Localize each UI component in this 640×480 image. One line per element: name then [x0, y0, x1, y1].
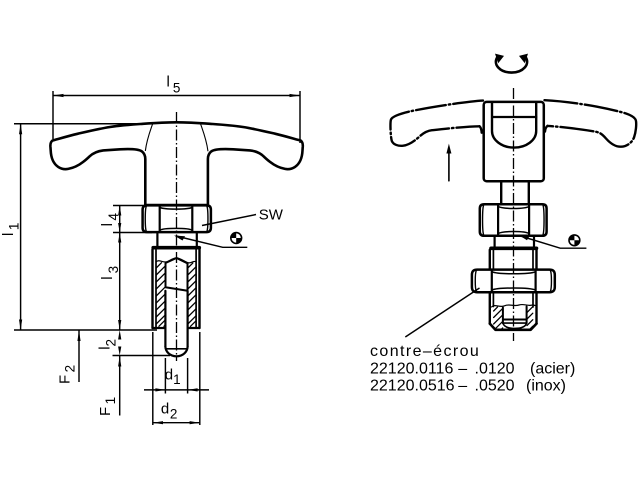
svg-text:22120.0116–.0120(acier): 22120.0116–.0120(acier) [370, 360, 575, 377]
svg-text:22120.0516–.0520(inox): 22120.0516–.0520(inox) [370, 378, 566, 395]
svg-text:SW: SW [259, 206, 284, 223]
svg-text:d1: d1 [165, 366, 181, 386]
svg-text:l2: l2 [97, 339, 119, 350]
svg-text:contre–écrou: contre–écrou [370, 343, 480, 360]
svg-text:d2: d2 [161, 401, 177, 422]
